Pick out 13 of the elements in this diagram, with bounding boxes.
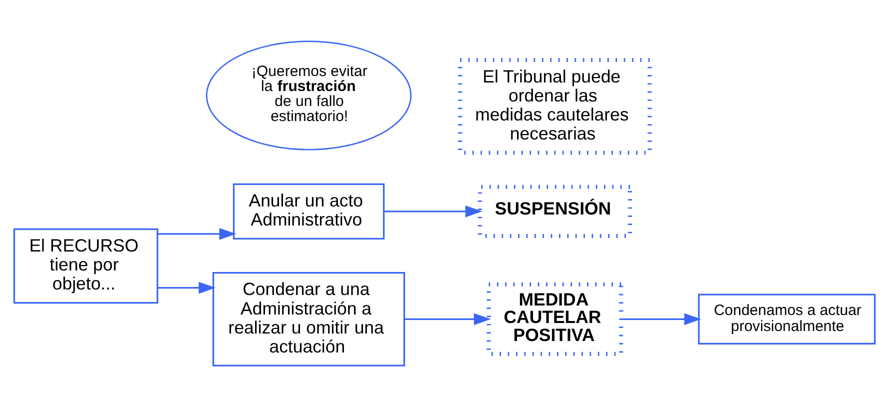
arrow (404, 313, 491, 326)
node-box: MEDIDA CAUTELAR POSITIVA (486, 282, 624, 356)
node-box: El RECURSO tiene por objeto... (13, 228, 158, 304)
arrow (158, 282, 216, 294)
node-box: Anular un acto Administrativo (232, 183, 385, 240)
arrow (621, 313, 702, 326)
node-box: El Tribunal puede ordenar las medidas cautelares necesarias (458, 58, 652, 155)
node-box: Condenar a una Administración a realizar u omitir una actuación (212, 272, 406, 366)
arrow (158, 228, 236, 240)
arrow (384, 205, 482, 218)
node-box: Condenamos a actuar provisionalmente (698, 294, 876, 345)
node-ellipse: ¡Queremos evitar la frustración de un fallo estimatorio! (206, 40, 412, 150)
node-box: SUSPENSIÓN (478, 184, 632, 238)
